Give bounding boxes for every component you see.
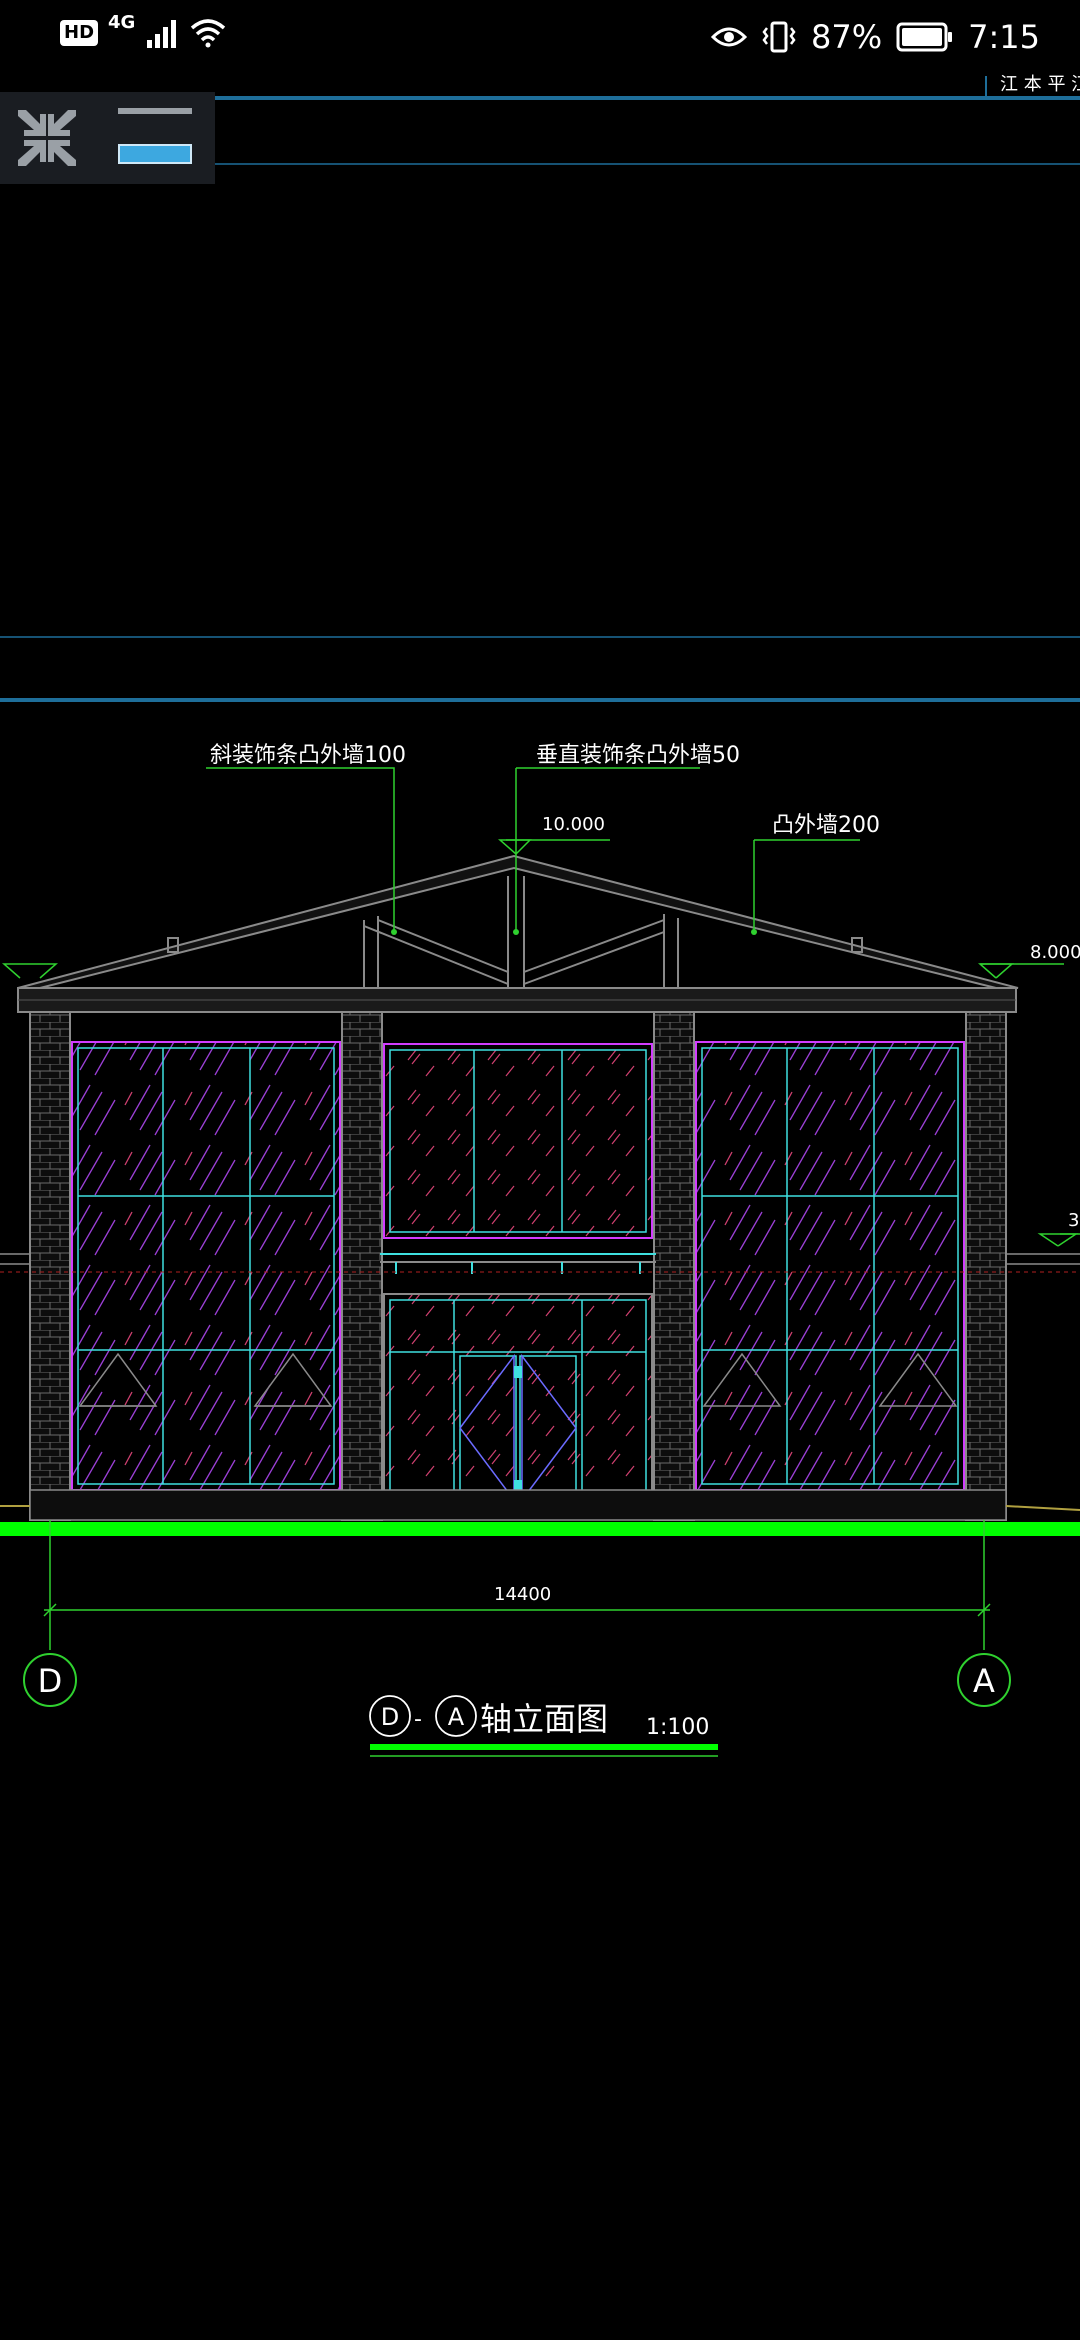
- elevation-side: 3.: [1068, 1210, 1080, 1231]
- left-curtain-wall: [71, 1041, 341, 1491]
- ground-line: [0, 1271, 1080, 1536]
- right-curtain-wall: [695, 1041, 965, 1491]
- status-bar: HD 4G 87% 7:15: [0, 0, 1080, 80]
- brick-columns: [29, 1011, 1007, 1521]
- drawing-title: D - A 轴立面图 1:100: [369, 1695, 718, 1757]
- drawing-fragment-text: 江 本 平 江: [1000, 74, 1080, 95]
- entrance-canopy: [380, 1253, 656, 1274]
- clock: 7:15: [968, 18, 1040, 56]
- title-dash: -: [414, 1707, 422, 1732]
- annotation-vertical-decor: 垂直装饰条凸外墙50: [536, 743, 740, 768]
- title-scale: 1:100: [646, 1715, 709, 1740]
- annotation-leaders: [2, 767, 1080, 1247]
- dimension-14400: 14400: [494, 1584, 551, 1605]
- axis-label-d: D: [38, 1662, 63, 1700]
- layer-color-tool[interactable]: [118, 144, 192, 164]
- floating-tool-panel: [0, 92, 215, 184]
- elevation-eave: 8.000: [1030, 942, 1080, 963]
- annotation-projecting-wall: 凸外墙200: [772, 813, 880, 838]
- eye-icon: [711, 27, 748, 47]
- roof-truss: [17, 854, 1019, 989]
- entrance-door: [383, 1293, 653, 1515]
- network-type: 4G: [108, 12, 136, 33]
- status-right: 87% 7:15: [711, 18, 1040, 56]
- center-upper-window: [383, 1043, 653, 1239]
- vibrate-icon: [762, 21, 796, 53]
- axis-label-a: A: [973, 1662, 995, 1700]
- overall-dimension: [43, 1520, 991, 1650]
- axis-bubble-d: [23, 1653, 77, 1707]
- axis-bubble-a: [957, 1653, 1011, 1707]
- side-projections: [0, 1253, 1080, 1265]
- battery-percent: 87%: [811, 18, 883, 56]
- layer-line-tool[interactable]: [118, 108, 192, 114]
- title-label: 轴立面图: [480, 1700, 608, 1738]
- wifi-icon: [191, 19, 226, 48]
- status-left: HD 4G: [60, 14, 227, 48]
- signal-icon: [147, 20, 177, 48]
- eave-band: [17, 987, 1017, 1013]
- title-axis-from: D: [381, 1703, 399, 1731]
- title-axis-to: A: [448, 1703, 465, 1731]
- hd-badge: HD: [60, 20, 99, 46]
- collapse-icon[interactable]: [12, 104, 82, 172]
- annotation-sloped-decor: 斜装饰条凸外墙100: [210, 743, 406, 768]
- elevation-ridge: 10.000: [542, 814, 605, 835]
- battery-icon: [896, 22, 953, 52]
